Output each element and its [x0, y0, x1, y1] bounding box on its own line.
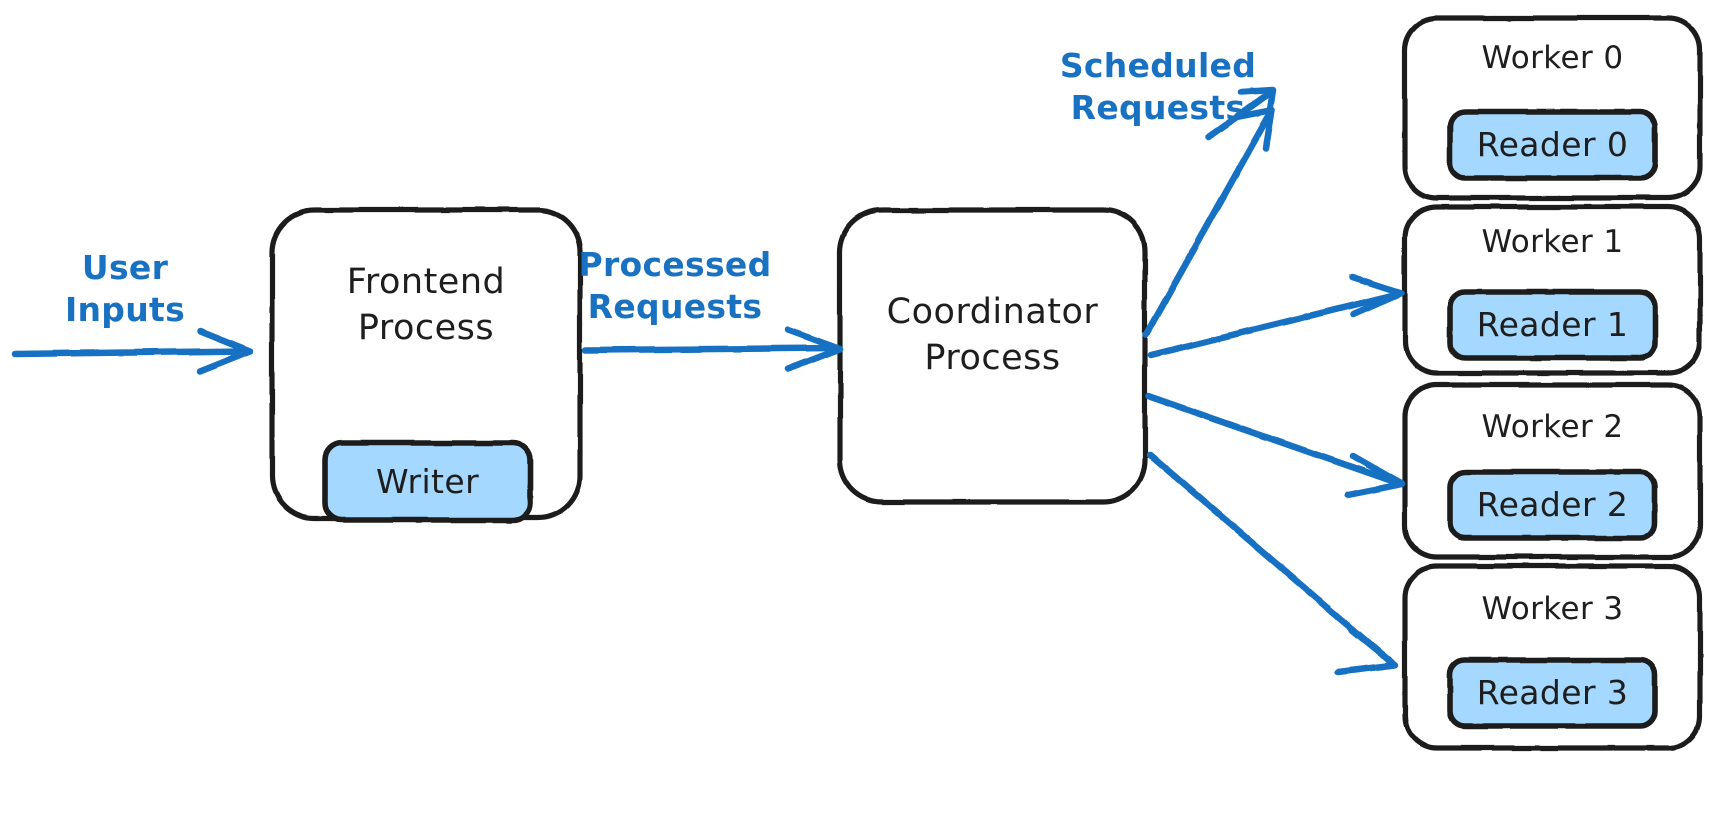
- arrow-coordinator-to-worker-0: [1142, 106, 1276, 339]
- coordinator-process-box[interactable]: [837, 207, 1148, 505]
- reader-2-chip-box[interactable]: [1447, 469, 1658, 541]
- arrow-coordinator-to-worker-3: [1146, 451, 1399, 676]
- reader-3-chip-box[interactable]: [1447, 657, 1658, 729]
- arrow-user-inputs: [11, 327, 254, 375]
- writer-chip-box[interactable]: [322, 440, 533, 523]
- arrow-coordinator-to-worker-2: [1144, 392, 1406, 499]
- arrow-processed-requests: [581, 326, 844, 373]
- arrow-coordinator-to-worker-1: [1147, 273, 1405, 359]
- reader-0-chip-box[interactable]: [1447, 109, 1658, 181]
- arrow-scheduled-requests-leader: [1205, 86, 1277, 141]
- reader-1-chip-box[interactable]: [1447, 289, 1658, 361]
